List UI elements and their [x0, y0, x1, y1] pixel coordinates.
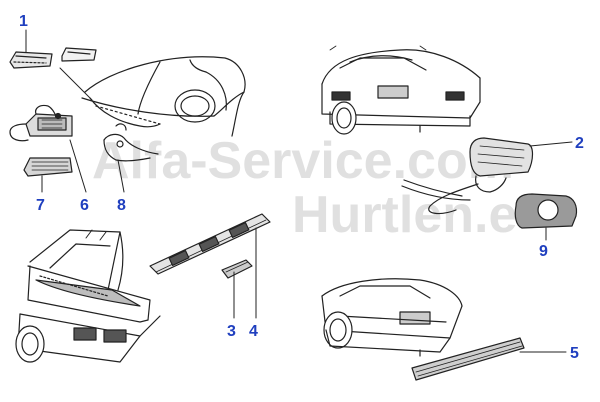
- watermark-line-2: Hurtlen.e: [292, 186, 517, 244]
- part-7-lens: [23, 157, 73, 177]
- callout-7: 7: [36, 197, 45, 214]
- callout-3: 3: [227, 323, 236, 340]
- part-2-lamp-housing: [401, 137, 534, 215]
- part-1-marker-lights: [9, 47, 97, 101]
- callout-9: 9: [539, 243, 548, 260]
- callout-1: 1: [19, 13, 28, 30]
- part-8-bracket: [103, 123, 159, 162]
- parts-3-4-light-strip: [149, 213, 271, 279]
- part-6-plate-light: [9, 104, 73, 142]
- callout-5: 5: [570, 345, 579, 362]
- callout-6: 6: [80, 197, 89, 214]
- part-9-gasket: [514, 193, 578, 229]
- convertible-rear-illustration: [321, 45, 481, 135]
- leader-lines: [25, 29, 573, 353]
- callouts: 1 2 3 4 5 6 7 8 9: [19, 13, 584, 362]
- watermark-line-1: Alfa-Service.com: [92, 132, 514, 190]
- open-trunk-illustration: [15, 229, 161, 363]
- callout-2: 2: [575, 135, 584, 152]
- front-car-illustration: [81, 56, 246, 137]
- part-5-rear-light-bar: [411, 337, 525, 381]
- coupe-rear-illustration: [321, 278, 463, 357]
- watermark: Alfa-Service.com Hurtlen.e: [92, 132, 517, 244]
- callout-4: 4: [249, 323, 258, 340]
- callout-8: 8: [117, 197, 126, 214]
